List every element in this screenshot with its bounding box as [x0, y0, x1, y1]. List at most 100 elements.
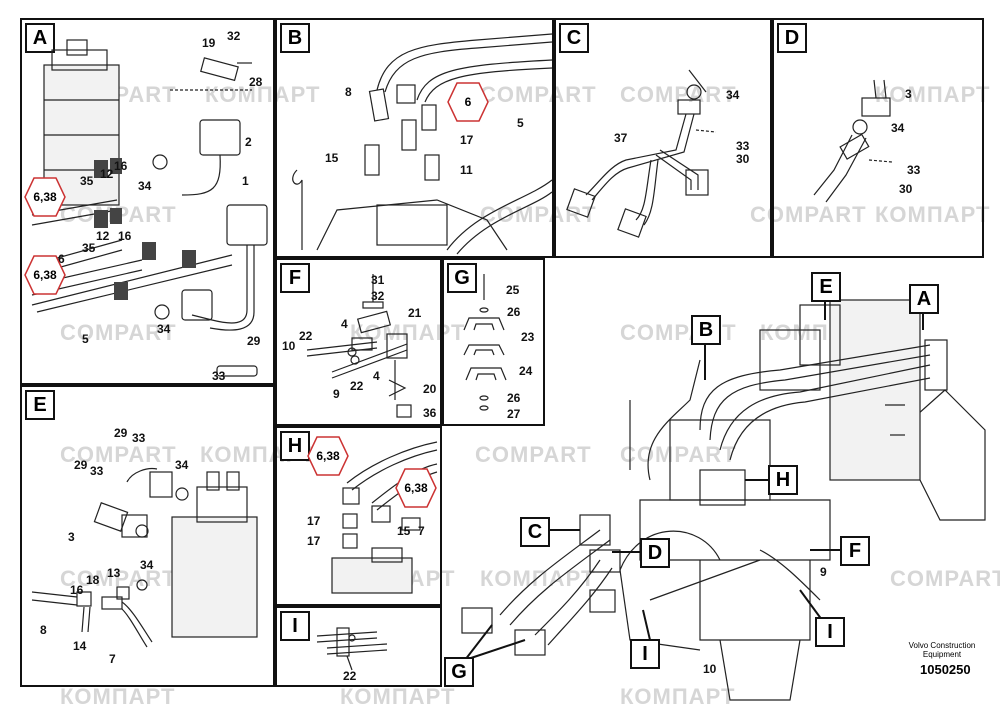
watermark: COMPART [480, 202, 597, 227]
callout-label: E [811, 272, 841, 302]
part-number: 23 [521, 330, 535, 344]
part-number: 7 [109, 652, 116, 666]
part-number: 33 [132, 431, 146, 445]
watermark: COMPART [60, 442, 177, 467]
part-number: 27 [507, 407, 521, 421]
part-number: 25 [506, 283, 520, 297]
part-number: 29 [247, 334, 261, 348]
watermark: COMPART [750, 202, 867, 227]
part-number: 16 [118, 229, 132, 243]
watermark: КОМПАРТ [340, 684, 456, 709]
part-number: 34 [140, 558, 154, 572]
part-number: 9 [820, 565, 827, 579]
part-number: 17 [460, 133, 474, 147]
callout-label: H [768, 465, 798, 495]
part-number: 10 [703, 662, 717, 676]
panel-label: A [25, 23, 55, 53]
clamp-drawing [306, 274, 412, 418]
watermark: COMPART [60, 320, 177, 345]
brand-line: Volvo Construction [908, 641, 976, 650]
panel-h: H 17 17 15 7 6,38 6,38 [275, 426, 442, 606]
part-number: 4 [373, 369, 380, 383]
part-number: 19 [202, 36, 216, 50]
panel-b: B 8 15 17 11 5 6 [275, 18, 554, 258]
callout-label: B [691, 315, 721, 345]
panel-label: E [25, 390, 55, 420]
panel-g: G 25 26 23 24 26 27 [442, 258, 545, 426]
part-number: 13 [107, 566, 121, 580]
part-number: 12 [100, 167, 114, 181]
watermark: КОМПАРТ [875, 82, 991, 107]
panel-label: C [559, 23, 589, 53]
panel-label: B [280, 23, 310, 53]
callout-label: I [630, 639, 660, 669]
callout-label: A [909, 284, 939, 314]
hose-clip-drawing [316, 627, 388, 671]
panel-label: F [280, 263, 310, 293]
watermark: COMPART [890, 566, 1000, 591]
part-number: 20 [423, 382, 437, 396]
part-number: 22 [343, 669, 357, 683]
part-number: 8 [40, 623, 47, 637]
watermark: COMPART [620, 442, 737, 467]
part-number: 15 [325, 151, 339, 165]
watermark: КОМПАРТ [60, 684, 176, 709]
part-number: 5 [517, 116, 524, 130]
part-number: 34 [175, 458, 189, 472]
part-number: 9 [333, 387, 340, 401]
callout-label: D [640, 538, 670, 568]
part-number: 31 [371, 273, 385, 287]
watermark: КОМПАРТ [205, 82, 321, 107]
part-number: 16 [70, 583, 84, 597]
flange-drawing [813, 79, 893, 203]
part-number: 30 [736, 152, 750, 166]
hose-connection-drawing [292, 33, 553, 255]
reference-hexagon: 6,38 [307, 436, 349, 476]
part-number: 12 [96, 229, 110, 243]
clip-drawing [463, 274, 507, 411]
part-number: 6 [58, 252, 65, 266]
callout-label: I [815, 617, 845, 647]
part-number: 35 [80, 174, 94, 188]
part-number: 17 [307, 514, 321, 528]
panel-e: E 29 33 29 33 34 3 34 13 18 16 8 14 7 [20, 385, 275, 687]
reference-label: 6,38 [404, 481, 428, 495]
panel-d: D 3 34 33 30 [772, 18, 984, 258]
part-number: 2 [245, 135, 252, 149]
fitting-drawing [331, 441, 438, 594]
panel-a: A 19 32 [20, 18, 275, 385]
part-number: 10 [282, 339, 296, 353]
part-number: 33 [736, 139, 750, 153]
part-number: 8 [345, 85, 352, 99]
panel-label: I [280, 611, 310, 641]
part-number: 34 [726, 88, 740, 102]
part-number: 11 [460, 163, 473, 177]
reference-hexagon: 6 [447, 82, 489, 122]
watermark: КОМПАРТ [480, 566, 596, 591]
panel-i: I 22 [275, 606, 442, 687]
brand-caption: Volvo Construction Equipment [897, 641, 987, 659]
watermark: КОМПАРТ [760, 320, 876, 345]
part-number: 33 [907, 163, 921, 177]
watermark: КОМПАРТ [620, 684, 736, 709]
valve-fittings-drawing [31, 467, 258, 648]
part-number: 36 [423, 406, 437, 420]
callout-label: C [520, 517, 550, 547]
part-number: 22 [350, 379, 364, 393]
part-number: 3 [68, 530, 75, 544]
part-number: 37 [614, 131, 628, 145]
part-number: 33 [212, 369, 226, 383]
part-number: 14 [73, 639, 87, 653]
panel-label: D [777, 23, 807, 53]
brand-line: Equipment [922, 650, 962, 659]
part-number: 18 [86, 573, 100, 587]
document-id: 1050250 [920, 662, 971, 677]
part-number: 21 [408, 306, 422, 320]
part-number: 34 [891, 121, 905, 135]
part-number: 30 [899, 182, 913, 196]
part-number: 34 [138, 179, 152, 193]
part-number: 26 [507, 305, 521, 319]
part-number: 33 [90, 464, 104, 478]
part-number: 29 [114, 426, 128, 440]
part-number: 24 [519, 364, 533, 378]
